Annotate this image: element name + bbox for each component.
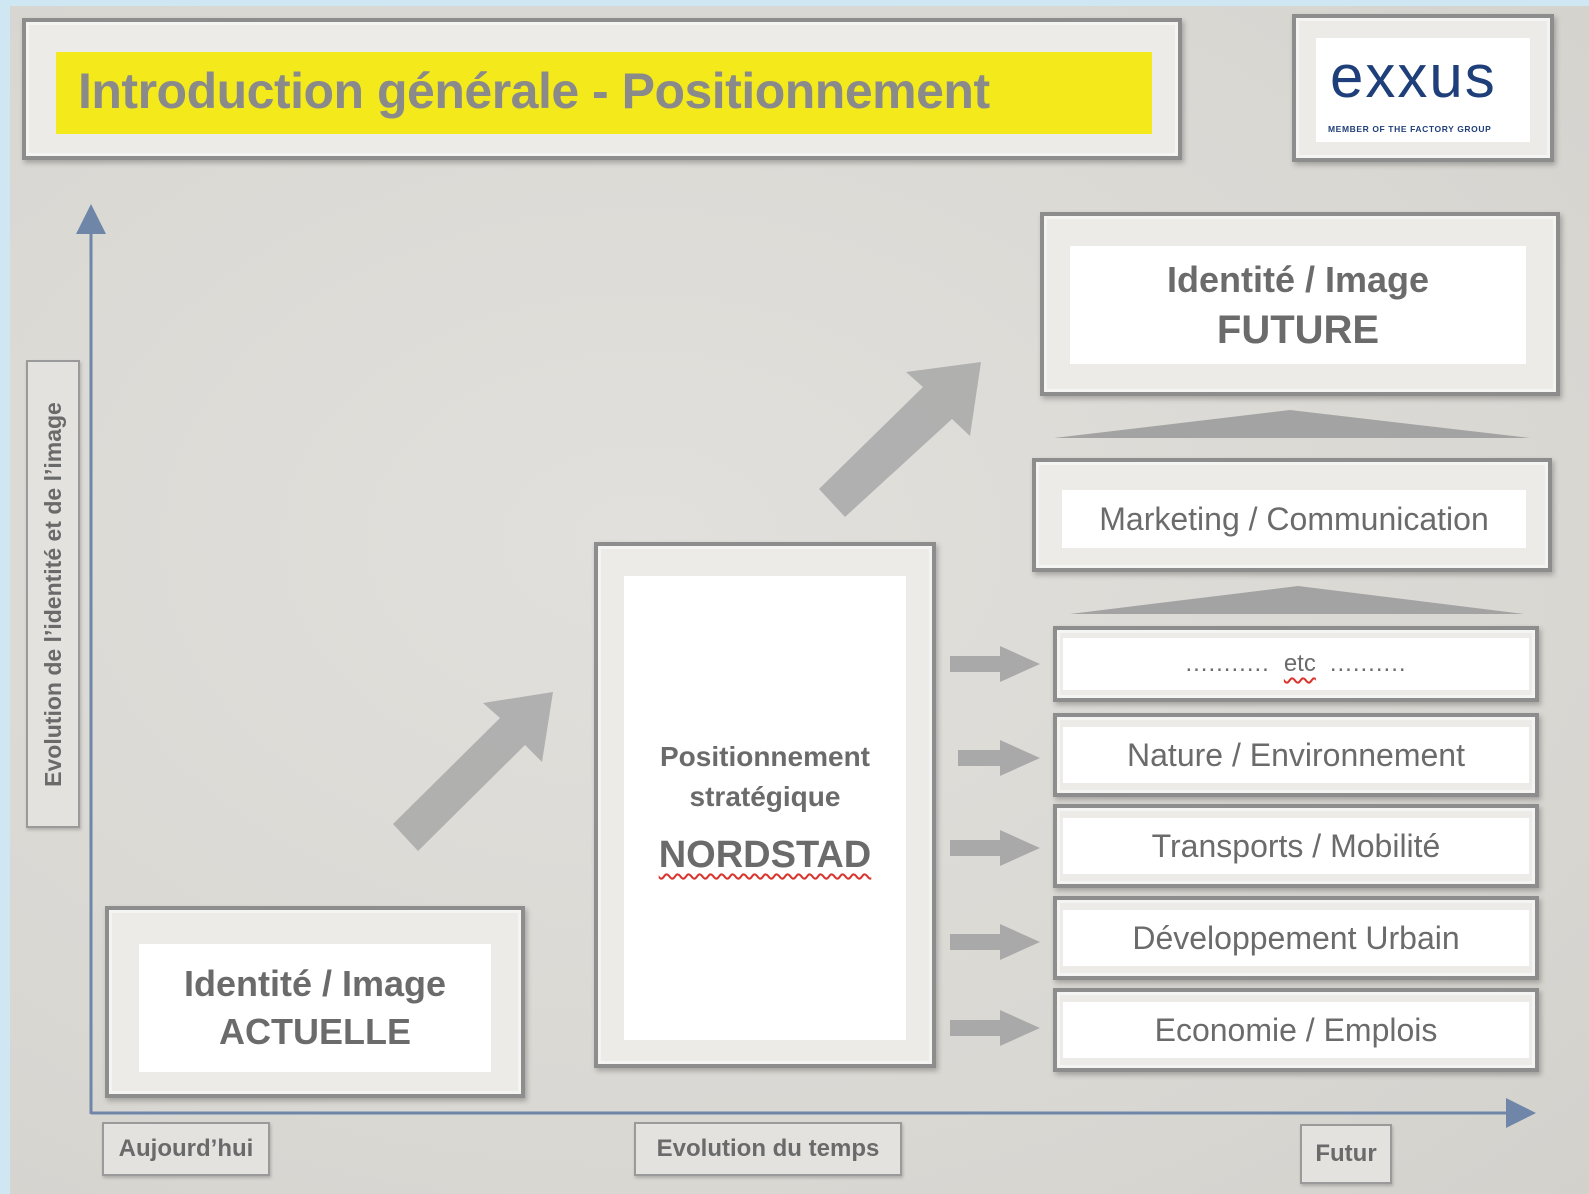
current-identity-line1: Identité / Image [183,963,447,1004]
future-identity-line1: Identité / Image [1166,259,1430,300]
strategy-line1: Positionnement [659,741,870,772]
x-axis-middle-label: Evolution du temps [634,1122,902,1176]
strategy-frame: Positionnement stratégique NORDSTAD [594,542,936,1068]
pillar-arrow-urban [950,924,1040,960]
pillar-transport-label: Transports / Mobilité [1151,827,1441,864]
pillar-transport: Transports / Mobilité [1053,804,1539,888]
strategy-line3: NORDSTAD [658,834,872,876]
pillar-transport-box: Transports / Mobilité [1063,818,1529,874]
future-identity-line2: FUTURE [1216,308,1380,352]
marketing-label: Marketing / Communication [1099,500,1489,537]
current-identity-box: Identité / Image ACTUELLE [139,944,491,1072]
pillar-arrow-transport [950,830,1040,866]
slide: Introduction générale - Positionnement e… [10,6,1589,1194]
pillar-arrows [950,646,1040,1046]
marketing-frame: Marketing / Communication [1032,458,1552,572]
pillar-urban: Développement Urbain [1053,896,1539,980]
pillar-arrow-etc [950,646,1040,682]
strategy-box: Positionnement stratégique NORDSTAD [624,576,906,1040]
pillar-etc-dots-left: ........... [1185,650,1270,677]
current-identity-line2: ACTUELLE [219,1011,411,1052]
x-axis-start-text: Aujourd’hui [118,1135,254,1162]
x-axis-end-label: Futur [1300,1124,1392,1184]
logo-frame: exxus MEMBER OF THE FACTORY GROUP [1292,14,1554,162]
pillar-urban-label: Développement Urbain [1132,919,1460,956]
pillar-etc: ........... etc .......... [1053,626,1539,702]
current-identity-frame: Identité / Image ACTUELLE [105,906,525,1098]
marketing-box: Marketing / Communication [1062,490,1526,548]
diagonal-arrow-1 [393,692,553,851]
pillar-arrow-nature [958,740,1040,776]
pillar-nature-label: Nature / Environnement [1127,736,1465,773]
triangle-to-future [1054,410,1530,438]
title-banner: Introduction générale - Positionnement [56,52,1152,134]
pillar-nature-box: Nature / Environnement [1063,727,1529,783]
logo-tagline: MEMBER OF THE FACTORY GROUP [1328,124,1492,134]
x-axis-end-text: Futur [1315,1140,1377,1167]
x-axis-middle-text: Evolution du temps [656,1135,880,1162]
strategy-line2: stratégique [689,781,841,812]
triangle-to-marketing [1070,586,1524,614]
page-title: Introduction générale - Positionnement [78,63,990,119]
x-axis-start-label: Aujourd’hui [102,1122,270,1176]
pillar-nature: Nature / Environnement [1053,713,1539,797]
pillar-etc-dots-right: .......... [1329,650,1407,677]
pillar-economy-label: Economie / Emplois [1154,1011,1438,1048]
pillar-arrow-economy [950,1010,1040,1046]
pillar-etc-box: ........... etc .......... [1063,638,1529,690]
pillar-etc-label: etc [1283,650,1316,677]
future-identity-box: Identité / Image FUTURE [1070,246,1526,364]
title-frame: Introduction générale - Positionnement [22,18,1182,160]
pillar-urban-box: Développement Urbain [1063,910,1529,966]
diagonal-arrow-2 [819,362,981,517]
y-axis-label-box: Evolution de l’identité et de l’image [26,360,80,828]
pillar-economy: Economie / Emplois [1053,988,1539,1072]
future-identity-frame: Identité / Image FUTURE [1040,212,1560,396]
pillar-economy-box: Economie / Emplois [1063,1002,1529,1058]
logo-wordmark: exxus [1330,43,1497,110]
diagram-graphics [76,204,1536,1128]
logo: exxus MEMBER OF THE FACTORY GROUP [1316,38,1530,142]
